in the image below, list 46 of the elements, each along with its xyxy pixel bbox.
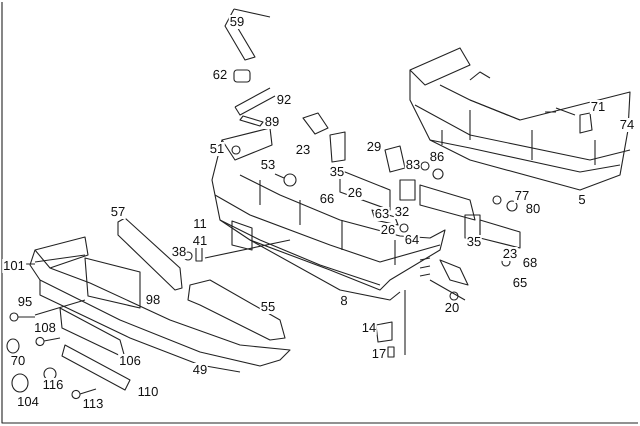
callout-number: 32 — [394, 205, 410, 219]
callout-number: 110 — [136, 385, 160, 399]
callout-number: 64 — [404, 233, 420, 247]
callout-number: 106 — [118, 354, 142, 368]
callout-number: 11 — [192, 217, 208, 231]
callout-number: 104 — [16, 395, 40, 409]
callout-number: 14 — [360, 321, 378, 335]
callout-number: 38 — [170, 245, 188, 259]
callout-number: 26 — [346, 186, 364, 200]
callout-number: 17 — [370, 347, 388, 361]
callout-number: 26 — [380, 223, 396, 237]
callout-number: 86 — [428, 150, 446, 164]
callout-number: 57 — [110, 205, 126, 219]
callout-number: 95 — [16, 295, 34, 309]
callout-number: 51 — [208, 142, 226, 156]
callout-number: 49 — [192, 363, 208, 377]
callout-number: 98 — [144, 293, 162, 307]
callout-number: 113 — [82, 397, 104, 411]
callout-number: 23 — [502, 247, 518, 261]
callout-number: 83 — [404, 158, 422, 172]
callout-number: 116 — [42, 378, 64, 392]
callout-number: 65 — [512, 276, 528, 290]
callout-number: 66 — [318, 192, 336, 206]
callout-number: 62 — [212, 68, 228, 82]
callout-number: 53 — [260, 158, 276, 172]
callout-number: 23 — [294, 143, 312, 157]
callout-number: 29 — [366, 140, 382, 154]
callout-number: 41 — [192, 234, 208, 248]
callout-number: 74 — [618, 118, 636, 132]
callout-number: 63 — [374, 207, 390, 221]
callout-number: 108 — [33, 321, 57, 335]
callout-number: 55 — [260, 300, 276, 314]
callout-number: 92 — [276, 93, 292, 107]
callout-number: 35 — [328, 165, 346, 179]
callout-number: 80 — [524, 202, 542, 216]
callout-number: 59 — [228, 15, 246, 29]
callout-number: 101 — [2, 259, 26, 273]
callout-number: 68 — [522, 256, 538, 270]
callout-number: 5 — [577, 193, 587, 207]
callout-number: 71 — [590, 100, 606, 114]
callout-number: 77 — [514, 189, 530, 203]
callout-number: 20 — [444, 301, 460, 315]
callout-number: 35 — [466, 235, 482, 249]
callout-number: 70 — [10, 354, 26, 368]
callout-number: 89 — [264, 115, 280, 129]
callout-number: 8 — [339, 294, 349, 308]
